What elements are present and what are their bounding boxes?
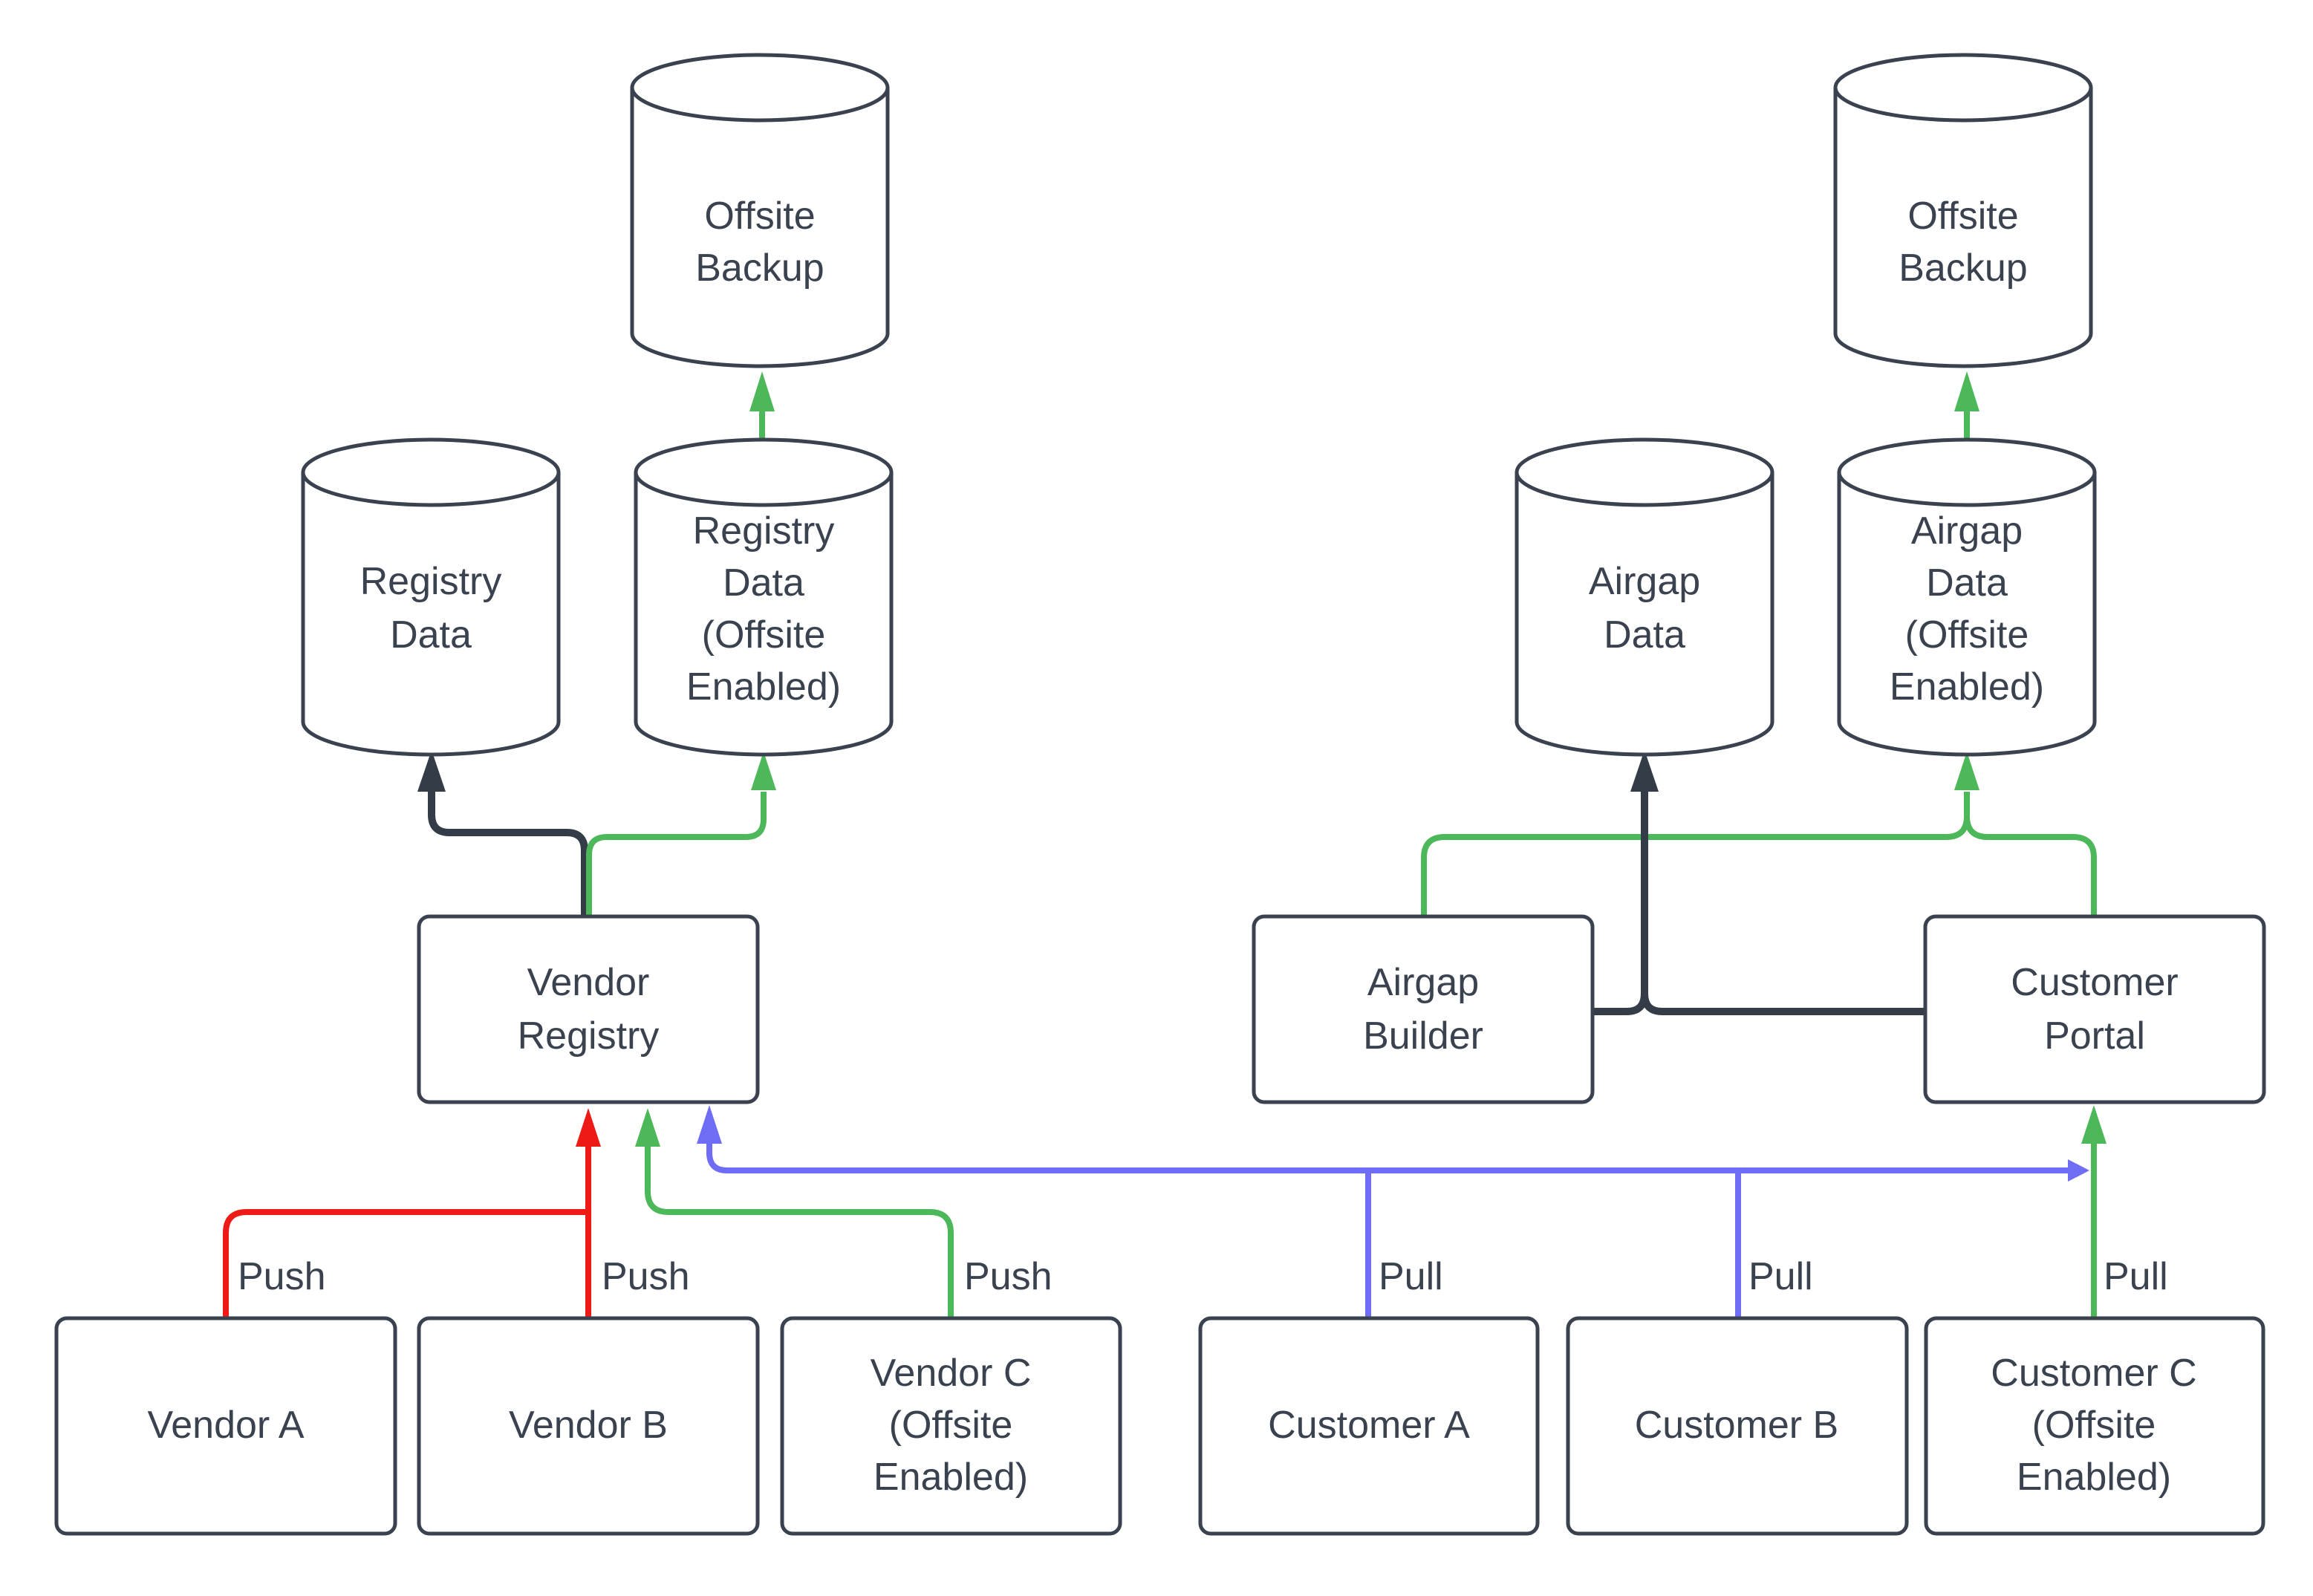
offsite-backup-right-cylinder bbox=[1833, 53, 2093, 368]
push-label-vendor-a: Push bbox=[238, 1254, 326, 1298]
airgap-builder-box bbox=[1252, 914, 1595, 1104]
registry-data-cylinder bbox=[301, 437, 561, 757]
pull-label-customer-c: Pull bbox=[2104, 1254, 2168, 1298]
edge-vendor-c-to-vendor-registry bbox=[645, 1147, 954, 1318]
airgap-data-cylinder bbox=[1515, 437, 1774, 757]
registry-data-offsite-cylinder bbox=[634, 437, 894, 757]
push-label-vendor-c: Push bbox=[964, 1254, 1053, 1298]
edge-vendor-a-branch bbox=[223, 1209, 588, 1318]
vendor-c-box bbox=[780, 1316, 1122, 1536]
arrowhead-airgap-offsite bbox=[1954, 752, 1979, 790]
vendor-b-box bbox=[417, 1316, 760, 1536]
arrowhead-airgap-data bbox=[1630, 750, 1659, 792]
offsite-backup-left-cylinder bbox=[630, 53, 890, 368]
airgap-data-offsite-cylinder bbox=[1837, 437, 2097, 757]
pull-label-customer-a: Pull bbox=[1379, 1254, 1443, 1298]
pull-label-customer-b: Pull bbox=[1748, 1254, 1813, 1298]
customer-b-box bbox=[1566, 1316, 1909, 1536]
arrowhead-vendor-registry-red bbox=[576, 1108, 601, 1147]
edge-vendor-registry-to-registry-data bbox=[428, 792, 588, 916]
edge-airgap-builder-to-airgap-offsite bbox=[1421, 792, 1970, 916]
arrowhead-offsite-backup-left bbox=[749, 371, 775, 411]
arrowhead-vendor-registry-blue bbox=[697, 1105, 722, 1144]
arrowhead-customer-portal bbox=[2081, 1105, 2107, 1144]
edge-pull-rail bbox=[706, 1144, 2068, 1173]
vendor-a-box bbox=[54, 1316, 397, 1536]
edge-vendor-registry-to-registry-data-offsite bbox=[586, 792, 767, 916]
arrowhead-vendor-registry-green bbox=[635, 1108, 660, 1147]
edge-airgap-builder-to-airgap-data bbox=[1593, 792, 1648, 1015]
arrowhead-offsite-backup-right bbox=[1954, 371, 1979, 411]
arrowhead-pull-rail-right bbox=[2068, 1159, 2089, 1182]
customer-a-box bbox=[1198, 1316, 1540, 1536]
arrowhead-registry-data bbox=[417, 750, 446, 792]
push-label-vendor-b: Push bbox=[602, 1254, 690, 1298]
arrowhead-registry-data-offsite bbox=[751, 752, 776, 790]
vendor-registry-box bbox=[417, 914, 760, 1104]
edge-customer-portal-to-airgap-data bbox=[1641, 792, 1925, 1015]
customer-c-box bbox=[1924, 1316, 2265, 1536]
customer-portal-box bbox=[1923, 914, 2266, 1104]
edge-customer-portal-to-airgap-offsite bbox=[1964, 792, 2097, 916]
